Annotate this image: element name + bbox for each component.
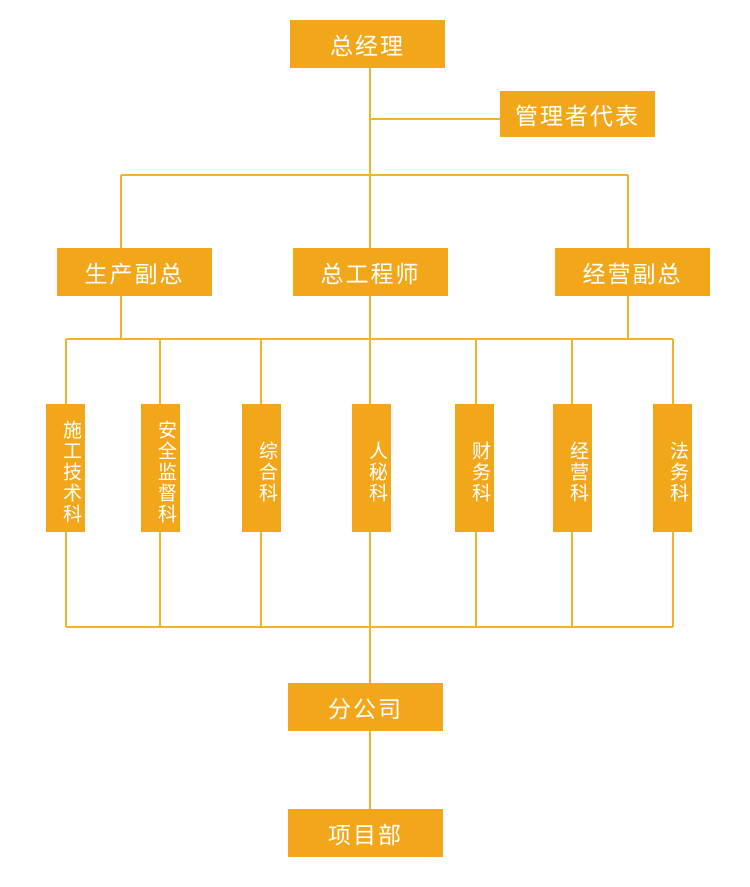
dept-legal-label: 法务科 <box>667 440 689 504</box>
branch-company-label: 分公司 <box>328 697 403 723</box>
production-vp-box: 生产副总 <box>57 248 212 296</box>
dept-construction-tech-box: 施工技术科 <box>46 404 85 532</box>
dept-general-affairs-box: 综合科 <box>242 404 281 532</box>
dept-construction-tech-label: 施工技术科 <box>60 419 82 525</box>
project-department-box: 项目部 <box>288 809 443 857</box>
dept-general-affairs-label: 综合科 <box>256 440 278 504</box>
branch-company-box: 分公司 <box>288 683 443 731</box>
chief-engineer-label: 总工程师 <box>320 262 421 288</box>
dept-finance-box: 财务科 <box>455 404 494 532</box>
dept-business-label: 经营科 <box>567 440 589 504</box>
general-manager-label: 总经理 <box>330 34 405 60</box>
business-vp-label: 经营副总 <box>582 262 683 288</box>
production-vp-label: 生产副总 <box>84 262 185 288</box>
dept-hr-secretariat-label: 人秘科 <box>366 440 388 504</box>
business-vp-box: 经营副总 <box>555 248 710 296</box>
dept-safety-supervision-label: 安全监督科 <box>155 419 177 525</box>
project-department-label: 项目部 <box>328 823 403 849</box>
dept-finance-label: 财务科 <box>469 440 491 504</box>
dept-business-box: 经营科 <box>553 404 592 532</box>
dept-safety-supervision-box: 安全监督科 <box>141 404 180 532</box>
chief-engineer-box: 总工程师 <box>293 248 448 296</box>
general-manager-box: 总经理 <box>290 20 445 68</box>
dept-hr-secretariat-box: 人秘科 <box>352 404 391 532</box>
management-representative-box: 管理者代表 <box>500 91 655 137</box>
management-representative-label: 管理者代表 <box>515 104 640 130</box>
dept-legal-box: 法务科 <box>653 404 692 532</box>
